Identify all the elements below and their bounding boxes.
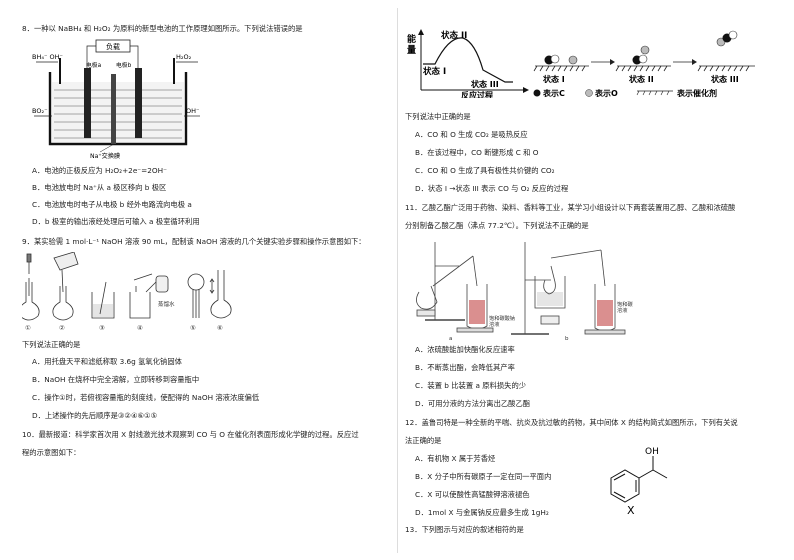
- q12-option-a: A．有机物 X 属于芳香烃: [415, 454, 496, 463]
- q10-option-c: C．CO 和 O 生成了具有极性共价键的 CO₂: [415, 166, 555, 175]
- legend-catalyst: 表示催化剂: [676, 88, 717, 98]
- apparatus-b-label: b: [565, 336, 569, 342]
- q8-option-d: D．b 极室的输出液经处理后可输入 a 极室循环利用: [32, 217, 200, 226]
- right-column: 能 量 状态 II 状态 I 状态 III 反应过程 状态 I 状态 II: [405, 0, 777, 560]
- load-label: 负载: [106, 42, 120, 51]
- step-label-5: ⑤: [190, 324, 196, 332]
- q8-option-c: C．电池放电时电子从电极 b 经外电路流向电极 a: [32, 200, 192, 209]
- q11-option-a: A．浓硫酸能加快酯化反应速率: [415, 345, 515, 354]
- q12-option-b: B．X 分子中所有碳原子一定在同一平面内: [415, 472, 552, 481]
- h2o2-label: H₂O₂: [176, 53, 192, 61]
- q9-prompt: 下列说法正确的是: [22, 340, 81, 349]
- solution-prep-diagram: 蒸馏水 ① ② ③ ④ ⑤ ⑥: [22, 252, 232, 332]
- q12-option-c: C．X 可以使酸性高锰酸钾溶液褪色: [415, 490, 530, 499]
- carbon-legend-icon: [533, 89, 541, 97]
- q12-stem-line2: 法正确的是: [405, 436, 442, 445]
- energy-diagram: 能 量 状态 II 状态 I 状态 III 反应过程: [407, 29, 529, 98]
- q8-option-a: A．电池的正极反应为 H₂O₂+2e⁻=2OH⁻: [32, 166, 167, 175]
- step-label-2: ②: [59, 324, 65, 332]
- oh-label: OH⁻: [186, 107, 199, 115]
- sat-label-b-1: 饱和碳酸钠: [617, 300, 633, 308]
- hydroxyl-label: OH: [645, 447, 659, 457]
- molecule-x-label: X: [627, 504, 635, 516]
- electrode-b-label: 电极b: [116, 61, 132, 69]
- energy-state1: 状态 I: [423, 66, 446, 77]
- q10-prompt: 下列说法中正确的是: [405, 112, 471, 121]
- q10-option-b: B．在该过程中，CO 断键形成 C 和 O: [415, 148, 539, 157]
- q9-option-d: D．上述操作的先后顺序是③②④⑥①⑤: [32, 411, 158, 420]
- q11-stem-line2: 分别制备乙酸乙酯（沸点 77.2℃）。下列说法不正确的是: [405, 221, 589, 230]
- q12-stem-line1: 12．盖鲁司特是一种全新的平喘、抗炎及抗过敏的药物，其中间体 X 的结构简式如图…: [405, 418, 738, 427]
- q12-option-d: D．1mol X 与金属钠反应最多生成 1gH₂: [415, 508, 549, 517]
- q10-stem-line1: 10．最新报道：科学家首次用 X 射线激光技术观察到 CO 与 O 在催化剂表面…: [22, 430, 359, 439]
- battery-diagram: 负载 电极a 电极b BH₄⁻ OH⁻ H₂O₂ BO₂⁻ OH⁻: [32, 39, 200, 160]
- catalyst-state1: 状态 I: [543, 74, 565, 84]
- q10-option-d: D．状态 I →状态 III 表示 CO 与 O₂ 反应的过程: [415, 184, 569, 193]
- q8-stem: 8．一种以 NaBH₄ 和 H₂O₂ 为原料的新型电池的工作原理如图所示。下列说…: [22, 24, 303, 33]
- q9-option-c: C．操作①时，若俯视容量瓶的刻度线，使配得的 NaOH 溶液浓度偏低: [32, 393, 260, 402]
- q10-option-a: A．CO 和 O 生成 CO₂ 是吸热反应: [415, 130, 528, 139]
- bo2-label: BO₂⁻: [32, 107, 48, 115]
- step-label-3: ③: [99, 324, 105, 332]
- sat-label-a-1: 饱和碳酸钠: [489, 314, 515, 322]
- q10-stem-line2: 程的示意图如下：: [22, 448, 81, 457]
- step-label-1: ①: [25, 324, 31, 332]
- q13-stem: 13．下列图示与对应的叙述相符的是: [405, 525, 524, 534]
- oxygen-legend-icon: [585, 89, 593, 97]
- energy-axis-label-1: 能: [407, 33, 416, 45]
- column-divider: [397, 8, 398, 553]
- step-label-6: ⑥: [217, 324, 223, 332]
- energy-x-label: 反应过程: [461, 90, 493, 98]
- q11-option-d: D．可用分液的方法分离出乙酸乙酯: [415, 399, 531, 408]
- q11-option-b: B．不断蒸出酯，会降低其产率: [415, 363, 515, 372]
- bh4-oh-label: BH₄⁻ OH⁻: [32, 53, 63, 61]
- energy-state2: 状态 II: [441, 30, 467, 41]
- catalyst-state3: 状态 III: [711, 74, 739, 84]
- q9-stem: 9．某实验需 1 mol·L⁻¹ NaOH 溶液 90 mL，配制该 NaOH …: [22, 237, 366, 246]
- catalyst-legend-icon: [636, 90, 673, 96]
- electrode-a-label: 电极a: [86, 61, 102, 69]
- step-label-4: ④: [137, 324, 143, 332]
- catalyst-state2: 状态 II: [629, 74, 654, 84]
- distilled-water-label: 蒸馏水: [158, 300, 175, 308]
- q9-option-b: B．NaOH 在烧杯中完全溶解，立即转移到容量瓶中: [32, 375, 200, 384]
- q11-stem-line1: 11．乙酸乙酯广泛用于药物、染料、香料等工业，某学习小组设计以下两套装置用乙醇、…: [405, 203, 736, 212]
- legend-oxygen: 表示O: [594, 88, 618, 98]
- q11-option-c: C．装置 b 比装置 a 原料损失的少: [415, 381, 527, 390]
- q9-option-a: A．用托盘天平和滤纸称取 3.6g 氢氧化钠固体: [32, 357, 182, 366]
- apparatus-a-label: a: [449, 336, 452, 342]
- q8-option-b: B．电池放电时 Na⁺从 a 极区移向 b 极区: [32, 183, 167, 192]
- energy-axis-label-2: 量: [407, 44, 416, 56]
- left-column: 8．一种以 NaBH₄ 和 H₂O₂ 为原料的新型电池的工作原理如图所示。下列说…: [18, 0, 390, 560]
- molecule-x-structure: OH X: [610, 447, 668, 516]
- sat-label-a-2: 溶液: [489, 320, 499, 328]
- catalyst-diagram: 状态 I 状态 II 状态 III 表示C 表示O 表示催化剂: [533, 30, 755, 98]
- energy-state3: 状态 III: [471, 79, 499, 89]
- ester-apparatus-diagram: 饱和碳酸钠 溶液 饱和碳酸钠 溶液 a b: [416, 242, 633, 342]
- sat-label-b-2: 溶液: [617, 306, 627, 314]
- legend-carbon: 表示C: [542, 88, 565, 98]
- membrane-label: Na⁺交换膜: [90, 152, 120, 160]
